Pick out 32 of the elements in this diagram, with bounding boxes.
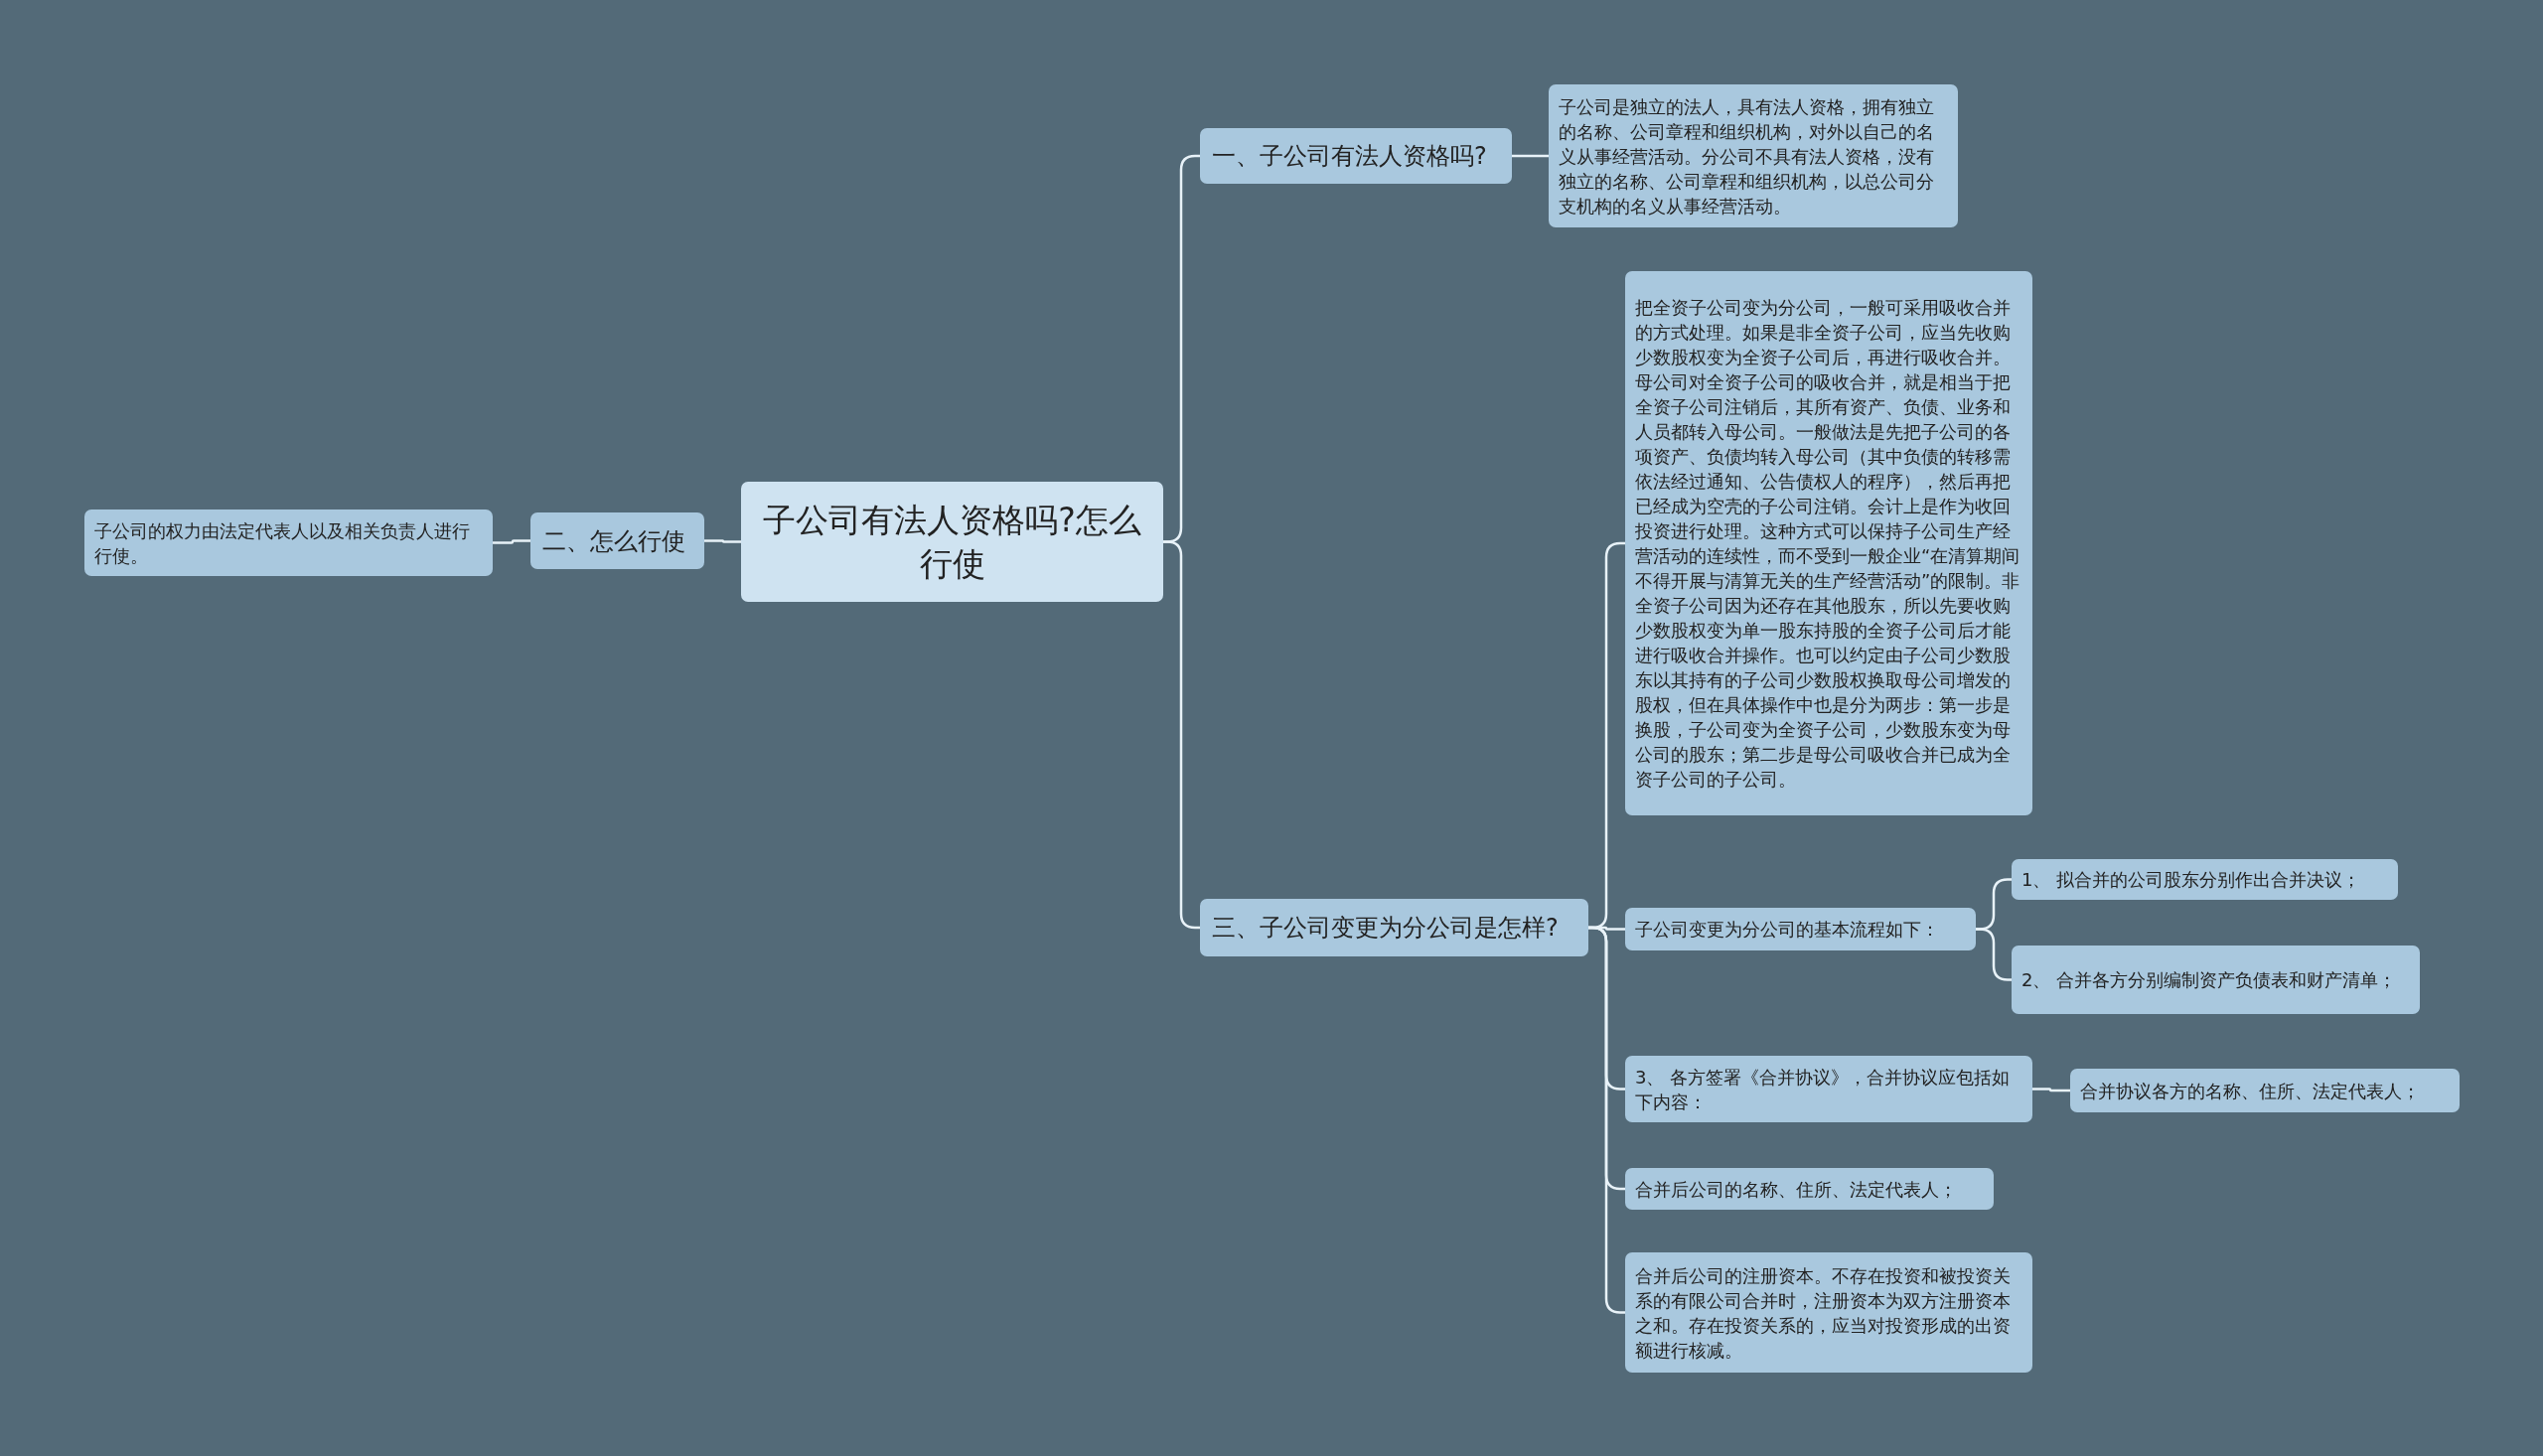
node-box [1625, 1252, 2032, 1373]
node-text: 合并后公司的名称、住所、法定代表人； [1635, 1177, 1957, 1202]
node-text: 三、子公司变更为分公司是怎样? [1212, 913, 1559, 944]
node-text: 子公司是独立的法人，具有法人资格，拥有独立的名称、公司章程和组织机构，对外以自己的名义从事经营活动。分公司不具有法人资格，没有独立的名称、公司章程和组织机构，以总公司分支机构的名义从事经营活动。 [1559, 94, 1935, 218]
node-text: 子公司有法人资格吗?怎么行使 [762, 499, 1142, 585]
node-box [1200, 899, 1588, 956]
node-text: 二、怎么行使 [542, 525, 685, 557]
node-text: 把全资子公司变为分公司，一般可采用吸收合并的方式处理。如果是非全资子公司，应当先收购少数股权变为全资子公司后，再进行吸收合并。母公司对全资子公司的吸收合并，就是相当于把全资子公司注销后，其所有资产、负债、业务和人员都转入母公司。一般做法是先把子公司的各项资产、负债均转入母公司（其中负债的转移需依法经过通知、公告债权人的程序），然后再把已经成为空壳的子公司注销。会计上是作为收回投资进行处理。这种方式可以保持子公司生产经营活动的连续性，而不受到一般企业“在清算期间不得开展与清算无关的生产经营活动”的限制。非全资子公司因为还存在其他股东，所以先要收购少数股权变为单一股东持股的全资子公司后才能进行吸收合并操作。也可以约定由子公司少数股东以其持有的子公司少数股权换取母公司增发的股权，但在具体操作中也是分为两步：第一步是换股，子公司变为全资子公司，少数股东变为母公司的股东；第二步是母公司吸收合并已成为全资子公司的子公司。 [1635, 296, 2021, 792]
node-box [1625, 1168, 1994, 1210]
node-box [84, 510, 493, 576]
node-box [1200, 128, 1512, 184]
node-box [2012, 859, 2398, 900]
node-box [1625, 908, 1976, 950]
connector-line [493, 539, 530, 544]
node-text: 3、 各方签署《合并协议》，合并协议应包括如下内容： [1635, 1065, 2012, 1114]
connector-line [1976, 928, 2012, 981]
node-text: 子公司的权力由法定代表人以及相关负责人进行行使。 [94, 518, 471, 568]
topic-box [741, 482, 1163, 602]
node-text: 2、 合并各方分别编制资产负债表和财产清单； [2021, 968, 2397, 992]
node-text: 1、 拟合并的公司股东分别作出合并决议； [2021, 868, 2361, 892]
node-box [530, 512, 704, 569]
node-box [2012, 946, 2420, 1014]
connector-line [1512, 154, 1549, 158]
node-box [2070, 1069, 2460, 1112]
node-text: 一、子公司有法人资格吗? [1212, 141, 1487, 172]
connector-line [2032, 1088, 2070, 1092]
node-text: 合并后公司的注册资本。不存在投资和被投资关系的有限公司合并时，注册资本为双方注册资本之和。存在投资关系的，应当对投资形成的出资额进行核减。 [1635, 1263, 2012, 1363]
connector-line [704, 539, 741, 543]
node-box [1625, 1056, 2032, 1122]
node-text: 合并协议各方的名称、住所、法定代表人； [2080, 1079, 2420, 1103]
node-text: 子公司变更为分公司的基本流程如下： [1635, 918, 1939, 942]
node-box [1549, 84, 1958, 227]
